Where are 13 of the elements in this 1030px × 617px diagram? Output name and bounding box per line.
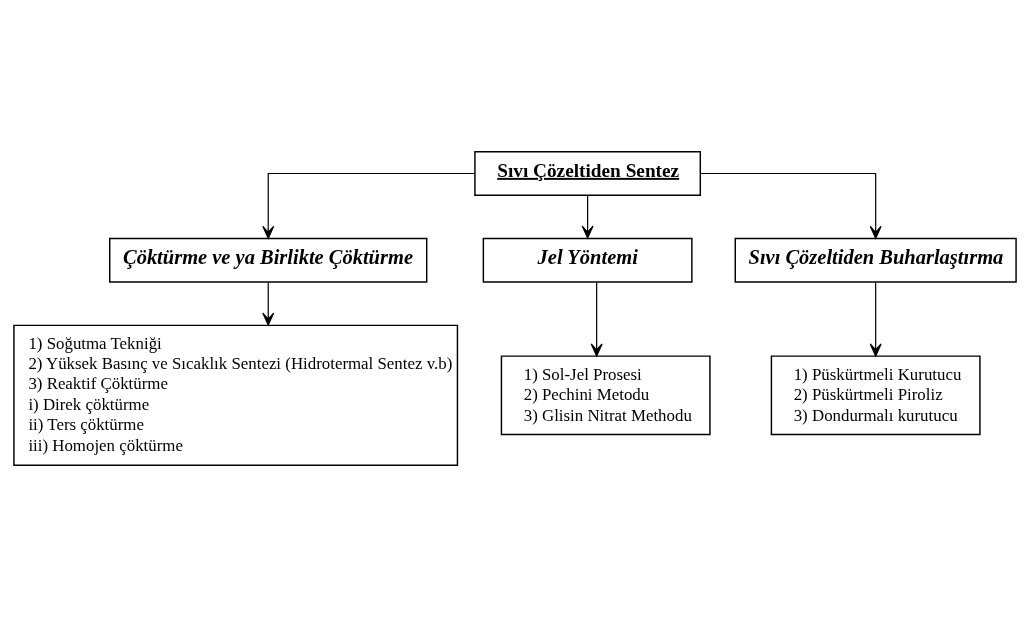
- arrow: [700, 172, 882, 239]
- arrow: [262, 172, 476, 239]
- arrow: [581, 194, 594, 239]
- arrow: [262, 281, 275, 326]
- arrow: [869, 281, 882, 357]
- node-box: Sıvı Çözeltiden Sentez: [474, 151, 702, 196]
- node-box: 1) Soğutma Tekniği 2) Yüksek Basınç ve Sıcaklık Sentezi (Hidrotermal Sentez v.b) 3) Reaktif Çöktürme i) Direk çöktürme ii) Ters çöktürme iii) Homojen çöktürme: [13, 324, 459, 466]
- node-box: Çöktürme ve ya Birlikte Çöktürme: [109, 237, 428, 283]
- arrow: [590, 281, 603, 357]
- node-box: Sıvı Çözeltiden Buharlaştırma: [734, 237, 1017, 283]
- node-box: 1) Sol-Jel Prosesi 2) Pechini Metodu 3) Glisin Nitrat Methodu: [500, 355, 711, 436]
- node-box: 1) Püskürtmeli Kurutucu 2) Püskürtmeli Piroliz 3) Dondurmalı kurutucu: [770, 355, 981, 436]
- node-box: Jel Yöntemi: [482, 237, 693, 283]
